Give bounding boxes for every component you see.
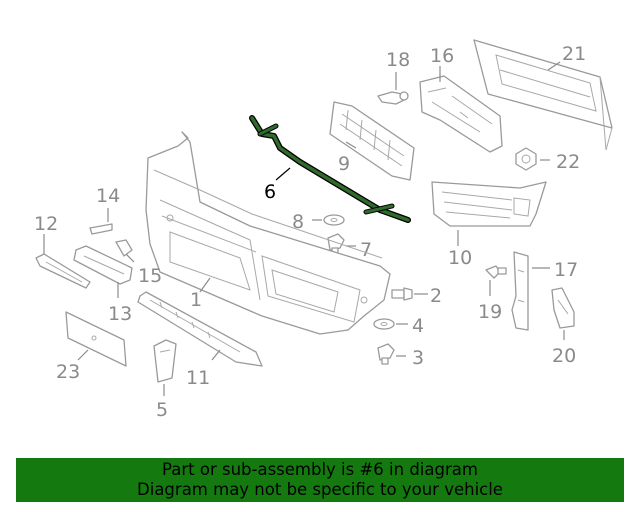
callout-8: 8: [292, 211, 304, 233]
callout-14: 14: [96, 185, 120, 207]
part-17-bracket: [511, 251, 529, 331]
part-18-clip: [377, 91, 409, 105]
part-2-bolt: [391, 287, 413, 301]
callout-9: 9: [338, 153, 350, 175]
part-10-grille: [431, 181, 547, 227]
part-5-corner-piece: [153, 339, 177, 383]
part-23-plate: [65, 311, 127, 367]
callout-10: 10: [448, 247, 472, 269]
callout-4: 4: [412, 315, 424, 337]
part-12-bracket: [35, 253, 91, 289]
callout-2: 2: [430, 285, 442, 307]
callout-23: 23: [56, 361, 80, 383]
callout-18: 18: [386, 49, 410, 71]
callout-12: 12: [34, 213, 58, 235]
part-1-bumper-cover: [145, 131, 391, 335]
callout-17: 17: [554, 259, 578, 281]
part-19-clip: [485, 265, 507, 279]
callout-13: 13: [108, 303, 132, 325]
callout-1: 1: [190, 289, 202, 311]
info-banner: Part or sub-assembly is #6 in diagram Di…: [16, 458, 624, 502]
callout-21: 21: [562, 43, 586, 65]
part-21-strip: [473, 39, 613, 151]
parts-diagram: 21 16 18 22 9 6 10: [34, 39, 613, 421]
callout-6: 6: [264, 181, 276, 203]
callout-5: 5: [156, 399, 168, 421]
part-15-clip: [115, 239, 133, 257]
callout-11: 11: [186, 367, 210, 389]
callout-20: 20: [552, 345, 576, 367]
callout-22: 22: [556, 151, 580, 173]
banner-line-disclaimer: Diagram may not be specific to your vehi…: [137, 480, 503, 499]
callout-19: 19: [478, 301, 502, 323]
part-14-clip: [89, 223, 113, 235]
callout-16: 16: [430, 45, 454, 67]
callout-3: 3: [412, 347, 424, 369]
part-20-bracket: [551, 287, 575, 329]
part-4-washer: [373, 318, 395, 330]
callout-15: 15: [138, 265, 162, 287]
part-16-bracket: [419, 75, 503, 153]
part-22-nut: [515, 147, 537, 171]
part-11-lower-strip: [137, 291, 263, 367]
callout-7: 7: [360, 239, 372, 261]
part-13-bracket: [73, 245, 133, 285]
banner-line-part-info: Part or sub-assembly is #6 in diagram: [162, 460, 478, 479]
part-6-bracket-highlighted: [249, 115, 411, 223]
part-3-bolt: [377, 343, 395, 365]
part-8-washer: [323, 214, 345, 226]
part-9-mesh-grille: [329, 101, 415, 181]
